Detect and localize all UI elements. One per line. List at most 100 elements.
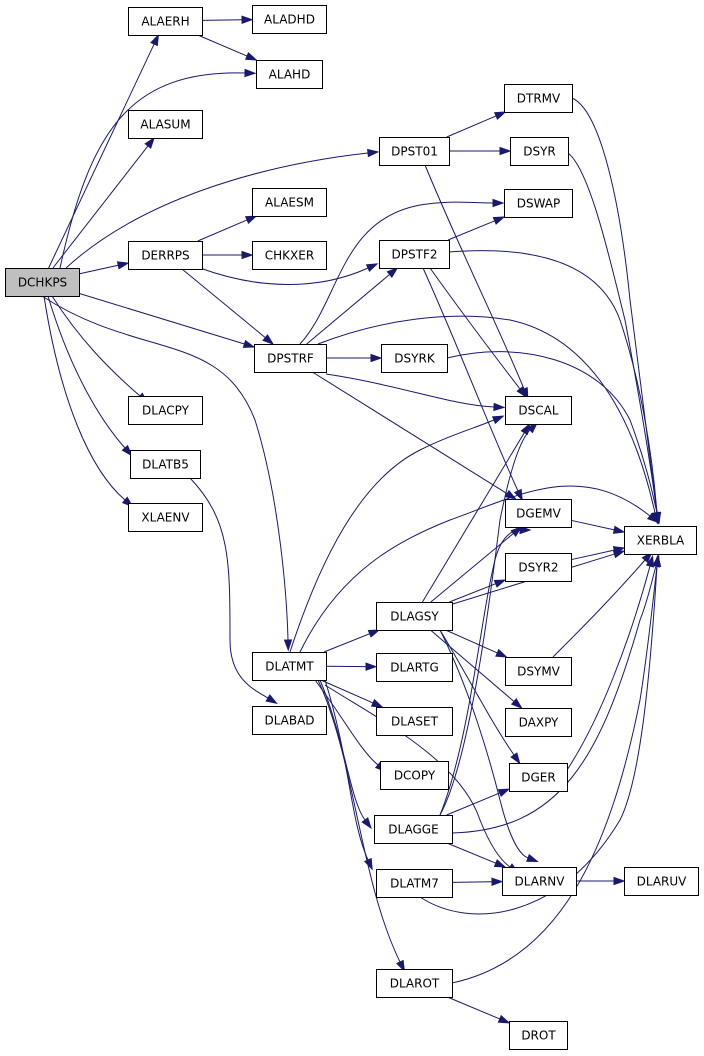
call-graph-edges — [41, 15, 662, 1024]
node-dpstrf[interactable]: DPSTRF — [254, 344, 327, 373]
node-dsyrk[interactable]: DSYRK — [381, 344, 448, 373]
node-dlatm7[interactable]: DLATM7 — [376, 869, 453, 898]
node-dpstf2[interactable]: DPSTF2 — [379, 240, 450, 269]
edge-arrowhead — [495, 648, 508, 658]
node-dlaruv[interactable]: DLARUV — [624, 867, 699, 896]
node-label: ALAESM — [265, 196, 314, 210]
node-dcopy[interactable]: DCOPY — [380, 761, 449, 790]
edge-dchkps-to-dpstrf — [78, 292, 256, 348]
node-dlarot[interactable]: DLAROT — [376, 969, 453, 998]
node-box — [5, 268, 80, 297]
node-alaesm[interactable]: ALAESM — [252, 188, 327, 217]
node-dchkps[interactable]: DCHKPS — [5, 268, 80, 297]
edge-arrowhead — [367, 629, 381, 638]
edge-line — [299, 485, 651, 653]
edge-arrowhead — [612, 525, 626, 534]
node-drot[interactable]: DROT — [509, 1021, 568, 1050]
edge-derrps-to-chkxer — [202, 250, 254, 260]
edge-line — [439, 429, 531, 816]
node-box — [505, 396, 572, 425]
node-daxpy[interactable]: DAXPY — [505, 708, 572, 737]
edge-line — [451, 565, 658, 984]
edge-arrowhead — [150, 33, 160, 47]
edge-derrps-to-alaesm — [197, 215, 258, 242]
edge-line — [566, 565, 651, 771]
node-dswap[interactable]: DSWAP — [504, 189, 573, 218]
node-label: DCHKPS — [18, 276, 67, 290]
node-dgemv[interactable]: DGEMV — [505, 499, 572, 528]
node-dlabad[interactable]: DLABAD — [252, 706, 327, 735]
edge-line — [43, 295, 126, 501]
node-dsyr2[interactable]: DSYR2 — [505, 553, 572, 582]
edge-arrowhead — [645, 554, 654, 568]
node-derrps[interactable]: DERRPS — [128, 241, 203, 270]
edge-dpstrf-to-dswap — [299, 198, 505, 345]
edge-line — [439, 629, 515, 756]
node-dtrmv[interactable]: DTRMV — [504, 84, 573, 113]
node-alaerh[interactable]: ALAERH — [128, 7, 203, 36]
node-box — [376, 653, 453, 682]
edge-line — [570, 519, 615, 531]
node-dger[interactable]: DGER — [509, 763, 568, 792]
edge-dlagge-to-dgemv — [439, 525, 532, 816]
node-chkxer[interactable]: CHKXER — [252, 241, 327, 270]
edge-line — [325, 373, 495, 408]
node-label: DAXPY — [519, 716, 559, 730]
node-box — [252, 706, 327, 735]
edge-line — [571, 97, 658, 514]
edge-dgemv-to-xerbla — [570, 519, 626, 534]
node-box — [376, 869, 453, 898]
edge-dlagsy-to-dgemv — [430, 526, 523, 603]
node-box — [252, 5, 327, 34]
node-dscal[interactable]: DSCAL — [505, 396, 572, 425]
node-xlaenv[interactable]: XLAENV — [128, 503, 203, 532]
node-box — [128, 503, 203, 532]
node-dlatmt[interactable]: DLATMT — [252, 652, 327, 681]
node-box — [252, 188, 327, 217]
edge-line — [567, 152, 658, 514]
edge-arrowhead — [491, 415, 505, 425]
node-dlaset[interactable]: DLASET — [376, 707, 453, 736]
edge-dchkps-to-dpst01 — [65, 148, 380, 269]
node-dpst01[interactable]: DPST01 — [379, 137, 450, 166]
edge-dchkps-to-alahd — [59, 68, 257, 269]
node-label: ALASUM — [140, 118, 190, 132]
edge-arrowhead — [262, 334, 275, 345]
node-aladhd[interactable]: ALADHD — [252, 5, 327, 34]
node-label: DLARNV — [515, 875, 566, 889]
node-alasum[interactable]: ALASUM — [128, 110, 203, 139]
edge-line — [319, 679, 366, 821]
node-dsyr[interactable]: DSYR — [510, 137, 569, 166]
edge-line — [201, 19, 243, 21]
edge-dpstf2-to-dgemv — [422, 267, 523, 502]
edge-line — [552, 559, 646, 658]
node-label: DLATMT — [265, 660, 314, 674]
node-dlagsy[interactable]: DLAGSY — [376, 602, 453, 631]
node-alahd[interactable]: ALAHD — [256, 60, 323, 89]
edge-alaerh-to-aladhd — [201, 15, 254, 24]
call-graph-nodes: DCHKPS ALAERH ALADHD ALAHD ALASUM DPST01 DTRMV… — [5, 5, 699, 1050]
edge-arrowhead — [493, 579, 507, 588]
node-box — [380, 761, 449, 790]
edge-arrowhead — [370, 698, 384, 708]
node-xerbla[interactable]: XERBLA — [624, 526, 697, 555]
node-label: DSCAL — [518, 404, 558, 418]
node-dsymv[interactable]: DSYMV — [505, 657, 572, 686]
node-dlartg[interactable]: DLARTG — [376, 653, 453, 682]
node-dlarnv[interactable]: DLARNV — [502, 867, 577, 896]
edge-line — [48, 43, 155, 269]
edge-dlagsy-to-dsymv — [445, 629, 508, 658]
edge-line — [51, 295, 141, 397]
node-box — [379, 137, 450, 166]
node-dlacpy[interactable]: DLACPY — [128, 396, 203, 425]
node-box — [128, 396, 203, 425]
edge-arrowhead — [613, 876, 626, 886]
node-box — [509, 763, 568, 792]
edge-arrowhead — [497, 1014, 511, 1024]
edge-line — [59, 72, 246, 269]
edge-arrowhead — [510, 697, 523, 709]
edge-dlatm7-to-dlarnv — [451, 877, 504, 886]
node-dlagge[interactable]: DLAGGE — [374, 815, 453, 844]
node-dlatb5[interactable]: DLATB5 — [130, 450, 201, 479]
edge-arrowhead — [499, 146, 512, 156]
